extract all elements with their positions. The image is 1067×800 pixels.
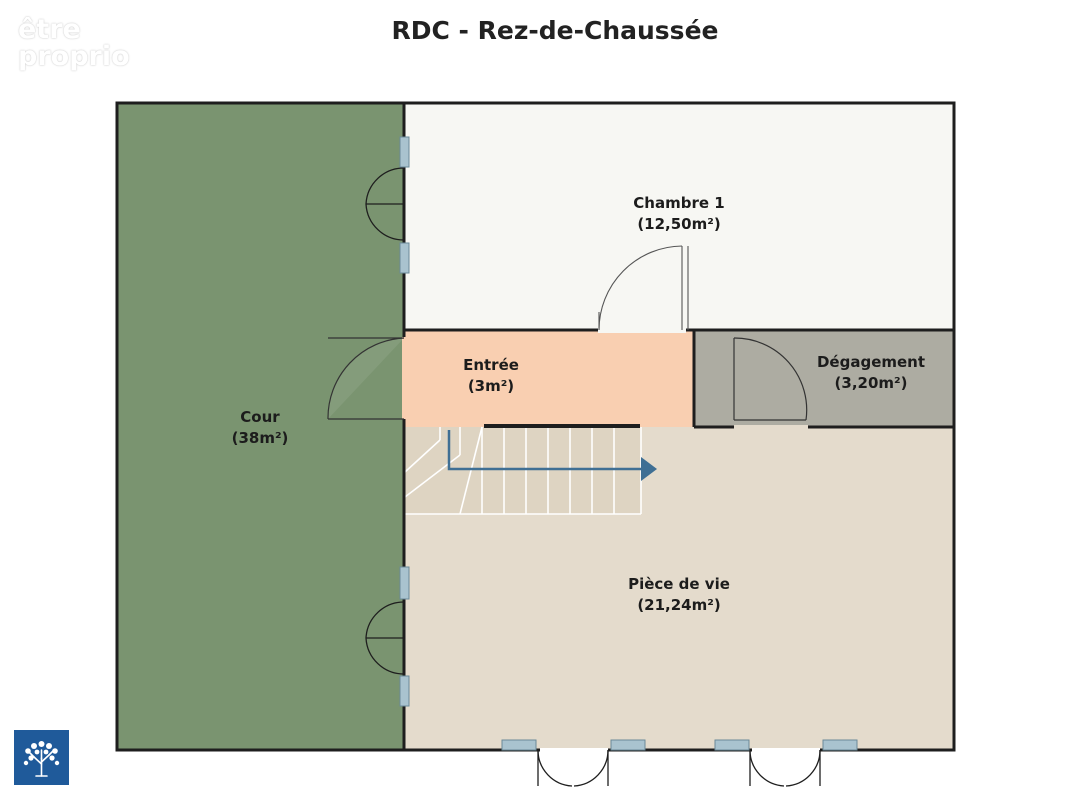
watermark-logo: être proprio <box>18 16 130 70</box>
room-area-entree: (3m²) <box>468 377 514 395</box>
window <box>822 739 858 751</box>
window <box>610 739 646 751</box>
room-label-degagement: Dégagement <box>817 353 925 371</box>
room-entree <box>404 330 694 427</box>
french-door-bottom-left <box>537 749 609 787</box>
room-degagement <box>694 330 954 427</box>
staircase <box>404 426 642 515</box>
room-area-chambre-1: (12,50m²) <box>637 215 720 233</box>
room-label-entree: Entrée <box>463 356 519 374</box>
tree-logo-icon <box>14 730 69 785</box>
room-area-degagement: (3,20m²) <box>835 374 908 392</box>
door-chambre-1 <box>598 245 689 331</box>
watermark-line-1: être <box>18 14 81 45</box>
room-cour <box>117 103 404 750</box>
room-label-cour: Cour <box>240 408 280 426</box>
room-area-piece-de-vie: (21,24m²) <box>637 596 720 614</box>
window <box>399 675 410 707</box>
plan-title: RDC - Rez-de-Chaussée <box>391 16 719 45</box>
room-label-piece-de-vie: Pièce de vie <box>628 575 730 593</box>
door-degagement <box>733 337 808 421</box>
french-door-cour-top <box>365 167 405 241</box>
windows <box>399 136 858 751</box>
window <box>399 136 410 168</box>
room-chambre-1 <box>404 103 954 330</box>
watermark-line-2: proprio <box>18 41 130 72</box>
room-area-cour: (38m²) <box>232 429 289 447</box>
french-door-bottom-right <box>749 749 821 787</box>
window <box>714 739 750 751</box>
wall-openings <box>402 328 820 752</box>
window <box>399 566 410 600</box>
room-label-chambre-1: Chambre 1 <box>633 194 724 212</box>
window <box>501 739 537 751</box>
door-cour-entree <box>327 337 405 420</box>
french-door-cour-bottom <box>365 601 405 675</box>
stair-direction-arrow <box>447 430 657 481</box>
window <box>399 242 410 274</box>
